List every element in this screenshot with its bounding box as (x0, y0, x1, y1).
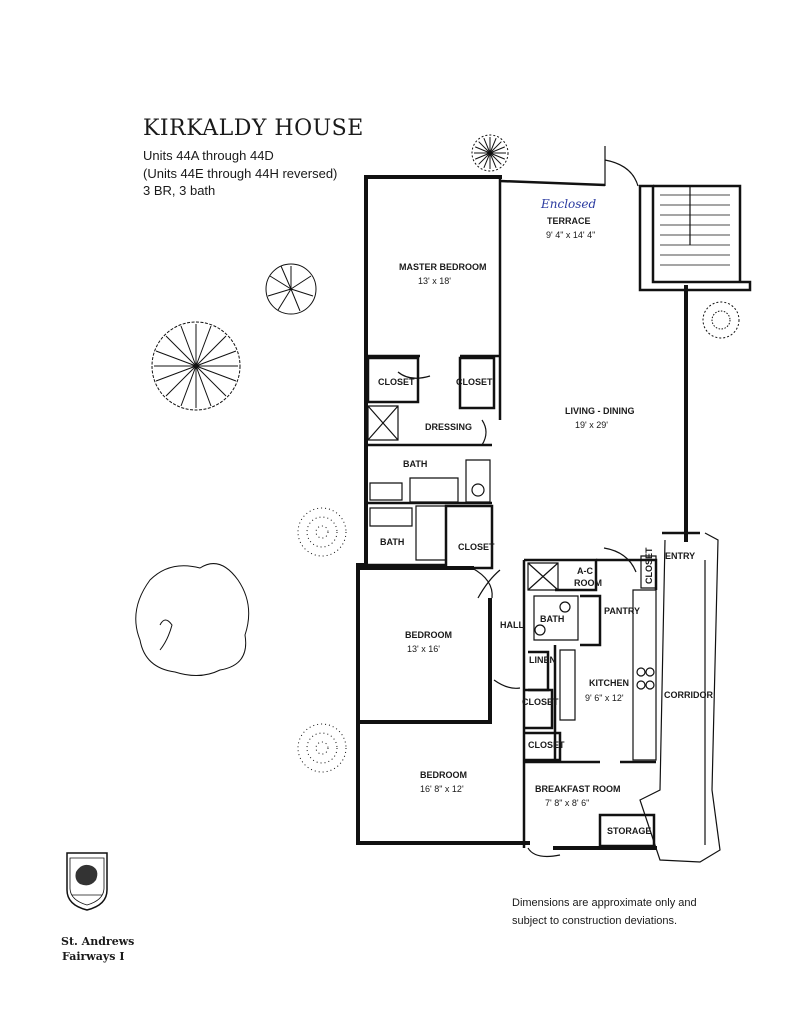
ac-room-label-line2: ROOM (574, 578, 602, 588)
shrub-dotted-1 (297, 507, 347, 557)
interior-walls (356, 177, 721, 863)
hall-label: HALL (500, 620, 524, 630)
bed-bath-line: 3 BR, 3 bath (143, 183, 215, 198)
pantry-label: PANTRY (604, 606, 640, 616)
closet-label-d: CLOSET (522, 697, 559, 707)
units-line: Units 44A through 44D (143, 148, 274, 163)
tree-top (471, 134, 509, 172)
bedroom-2-dimensions: 13' x 16' (407, 644, 440, 654)
kitchen-dimensions: 9' 6" x 12' (585, 693, 624, 703)
brand-line-2: Fairways I (62, 950, 124, 963)
master-bedroom-label: MASTER BEDROOM (399, 262, 487, 272)
living-dining-label: LIVING - DINING (565, 406, 635, 416)
bedroom-3-dimensions: 16' 8" x 12' (420, 784, 464, 794)
breakfast-room-dimensions: 7' 8" x 8' 6" (545, 798, 589, 808)
tree-outline-left (135, 563, 250, 676)
storage-label: STORAGE (607, 826, 651, 836)
tree-large-left (151, 321, 241, 411)
bedroom-2-label: BEDROOM (405, 630, 452, 640)
dressing-label: DRESSING (425, 422, 472, 432)
reversed-units-line: (Units 44E through 44H reversed) (143, 166, 337, 181)
shrub-dotted-2 (297, 723, 347, 773)
ac-room-label-line1: A-C (577, 566, 593, 576)
disclaimer-line-1: Dimensions are approximate only and (512, 897, 697, 909)
living-dining-dimensions: 19' x 29' (575, 420, 608, 430)
crest-logo (66, 852, 108, 911)
closet-label-e: CLOSET (528, 740, 565, 750)
corridor-label: CORRIDOR (664, 690, 713, 700)
closet-label-b: CLOSET (456, 377, 493, 387)
stairs (604, 146, 752, 292)
terrace-label: TERRACE (547, 216, 591, 226)
disclaimer-line-2: subject to construction deviations. (512, 915, 677, 927)
closet-label-c: CLOSET (458, 542, 495, 552)
plan-title: KIRKALDY HOUSE (143, 116, 364, 141)
kitchen-label: KITCHEN (589, 678, 629, 688)
closet-label-a: CLOSET (378, 377, 415, 387)
linen-label: LINEN (529, 655, 556, 665)
exterior-walls (356, 175, 688, 850)
terrace-dimensions: 9' 4" x 14' 4" (546, 230, 595, 240)
entry-label: ENTRY (665, 551, 695, 561)
brand-line-1: St. Andrews (61, 935, 134, 948)
master-bedroom-dimensions: 13' x 18' (418, 276, 451, 286)
shrub-right (702, 301, 740, 339)
breakfast-room-label: BREAKFAST ROOM (535, 784, 621, 794)
entry-closet-label: CLOSET (644, 547, 654, 584)
bath-label-2: BATH (380, 537, 404, 547)
handwritten-enclosed-note: Enclosed (540, 197, 597, 211)
bath-label-3: BATH (540, 614, 564, 624)
bath-label-1: BATH (403, 459, 427, 469)
tree-upper-left (265, 263, 317, 315)
bedroom-3-label: BEDROOM (420, 770, 467, 780)
